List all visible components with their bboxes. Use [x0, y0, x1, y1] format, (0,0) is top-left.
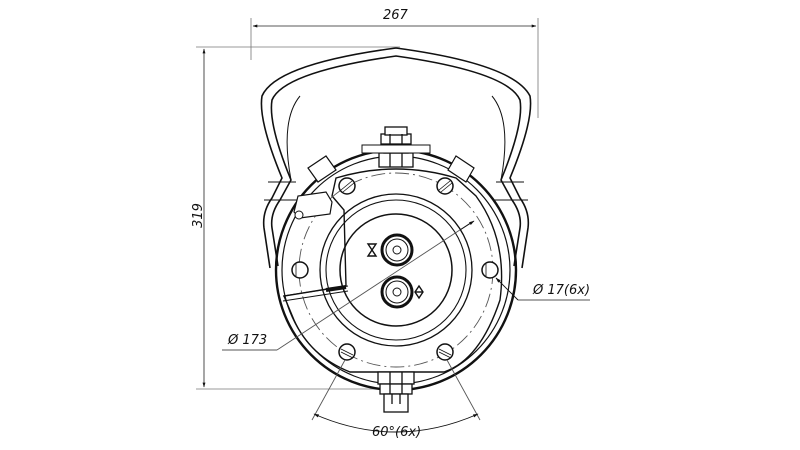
lower-port — [380, 275, 414, 309]
height-dimension-label: 319 — [190, 203, 206, 228]
bolt-hole-1 — [338, 177, 356, 195]
width-dimension-label: 267 — [383, 8, 408, 23]
hole-diameter-label: Ø 17(6x) — [533, 283, 591, 298]
handle — [260, 47, 532, 269]
width-dimension — [250, 18, 539, 118]
side-slot — [282, 285, 349, 302]
bolt-hole-4 — [481, 261, 499, 279]
side-fittings — [307, 155, 475, 183]
diameter-173-leader — [222, 220, 475, 351]
housing — [274, 148, 518, 392]
diameter-17-leader — [495, 277, 590, 301]
hourglass-icon — [366, 243, 378, 257]
hole-angle-label: 60°(6x) — [372, 425, 422, 440]
upper-port — [380, 233, 414, 267]
flange-diameter-label: Ø 173 — [228, 333, 268, 348]
bolt-hole-2 — [436, 177, 454, 195]
angle-dimension — [311, 359, 481, 433]
center-rings — [319, 193, 473, 347]
height-dimension — [196, 46, 400, 390]
top-fitting — [361, 126, 431, 168]
bolt-hole-3 — [291, 261, 309, 279]
bottom-fitting — [377, 371, 415, 413]
diamond-arrow-icon — [414, 284, 424, 300]
